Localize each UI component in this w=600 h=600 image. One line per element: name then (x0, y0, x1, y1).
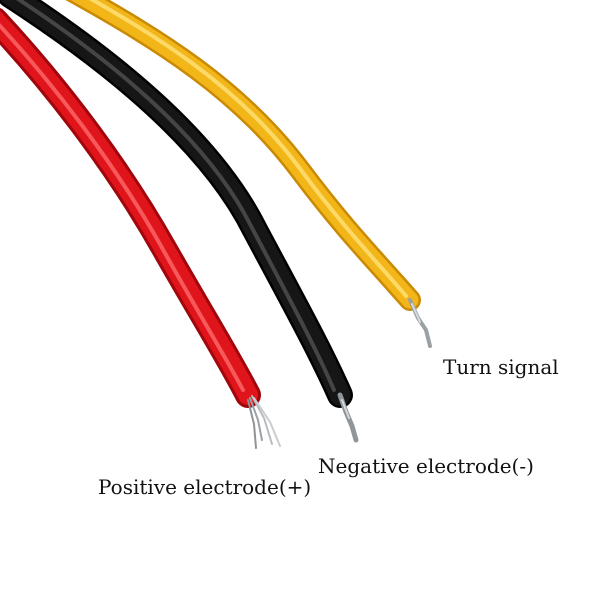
turn-signal-label: Turn signal (443, 355, 559, 379)
yellow-wire (65, 0, 432, 348)
black-wire (0, 0, 359, 443)
red-wire (0, 8, 281, 449)
negative-electrode-label: Negative electrode(-) (318, 454, 534, 478)
positive-electrode-label: Positive electrode(+) (98, 475, 312, 499)
